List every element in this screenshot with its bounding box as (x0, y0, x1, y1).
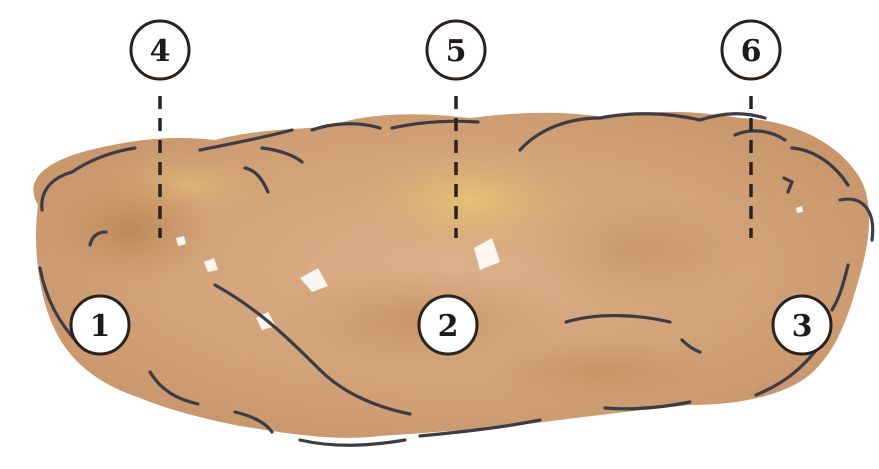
marker-6-label: 6 (741, 34, 762, 69)
marker-5-label: 5 (446, 34, 467, 69)
marker-2: 2 (419, 296, 477, 354)
marker-2-label: 2 (438, 309, 459, 344)
marker-3-label: 3 (792, 309, 813, 344)
marker-4: 4 (131, 21, 189, 79)
dark-wash-bottom (470, 335, 730, 405)
marker-3: 3 (773, 296, 831, 354)
marker-5: 5 (427, 21, 485, 79)
marker-6: 6 (722, 21, 780, 79)
marker-1: 1 (71, 296, 129, 354)
dark-wash-right (520, 190, 760, 310)
marker-1-label: 1 (90, 309, 111, 344)
marker-4-label: 4 (150, 34, 171, 69)
dark-wash (40, 175, 220, 285)
